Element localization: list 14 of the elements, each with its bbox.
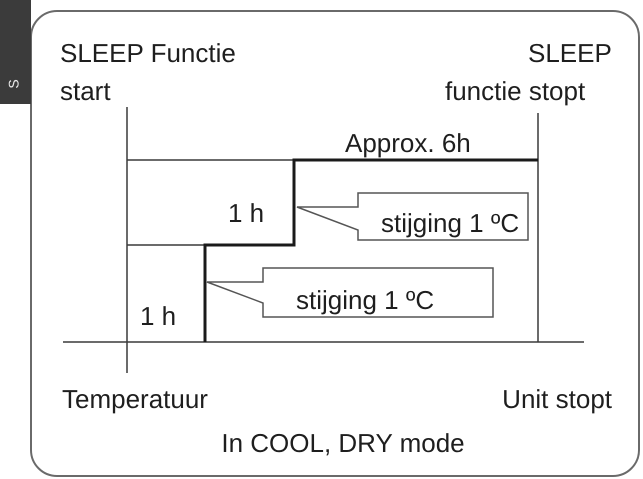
interval-label: 1 h: [228, 198, 264, 228]
callout-text: stijging 1 ºC: [381, 210, 520, 236]
duration-label: Approx. 6h: [345, 128, 471, 158]
end-label: Unit stopt: [502, 384, 612, 414]
side-tab: [0, 0, 31, 104]
callout-bubble: [297, 193, 528, 240]
callout-text: stijging 1 ºC: [296, 287, 434, 313]
stop-label: SLEEP functie stopt: [445, 37, 612, 108]
tab-letter: S: [6, 79, 21, 89]
interval-label: 1 h: [140, 301, 176, 331]
caption: In COOL, DRY mode: [221, 428, 465, 458]
start-label: SLEEP Functie start: [60, 37, 237, 108]
axis-label: Temperatuur: [62, 384, 208, 414]
callout-bubble: [207, 268, 493, 317]
